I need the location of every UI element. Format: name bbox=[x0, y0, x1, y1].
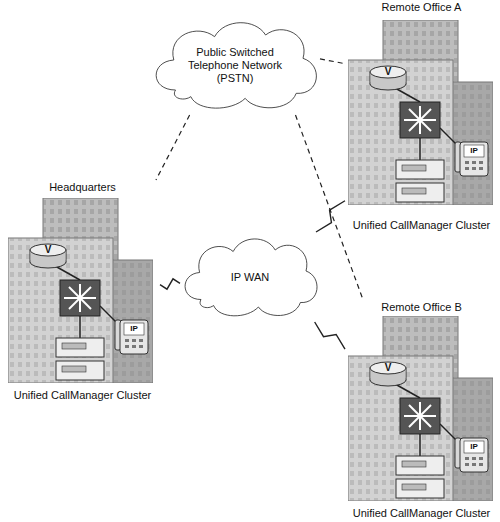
network-cloud: Public Switched Telephone Network (PSTN) bbox=[150, 15, 320, 115]
office-building bbox=[8, 198, 153, 383]
office-building bbox=[348, 316, 493, 501]
office-site: Remote Office B Unified CallManager Clust… bbox=[345, 300, 498, 520]
office-building bbox=[348, 20, 493, 205]
cluster-caption: Unified CallManager Cluster bbox=[352, 218, 492, 232]
router-mark: V bbox=[45, 245, 52, 255]
wan-link bbox=[315, 322, 345, 349]
phone-mark: IP bbox=[130, 325, 138, 333]
phone-mark: IP bbox=[470, 443, 478, 451]
wan-link bbox=[160, 279, 180, 289]
site-name: Remote Office B bbox=[380, 300, 463, 314]
network-name: Public Switched Telephone Network (PSTN) bbox=[183, 46, 287, 85]
office-site: HeadquartersUnified CallManager Cluster bbox=[5, 180, 160, 402]
network-name: IP WAN bbox=[231, 271, 270, 284]
router-mark: V bbox=[385, 363, 392, 373]
network-cloud: IP WAN bbox=[180, 232, 320, 322]
office-site: Remote Office A Unified CallManager Clust… bbox=[345, 0, 498, 232]
pstn-link bbox=[320, 59, 345, 64]
pstn-link bbox=[156, 115, 190, 180]
site-name: Remote Office A bbox=[381, 0, 463, 14]
cluster-caption: Unified CallManager Cluster bbox=[352, 506, 492, 520]
router-mark: V bbox=[385, 67, 392, 77]
site-name: Headquarters bbox=[48, 180, 117, 194]
phone-mark: IP bbox=[470, 147, 478, 155]
cluster-caption: Unified CallManager Cluster bbox=[13, 388, 153, 402]
wan-link bbox=[316, 201, 345, 232]
